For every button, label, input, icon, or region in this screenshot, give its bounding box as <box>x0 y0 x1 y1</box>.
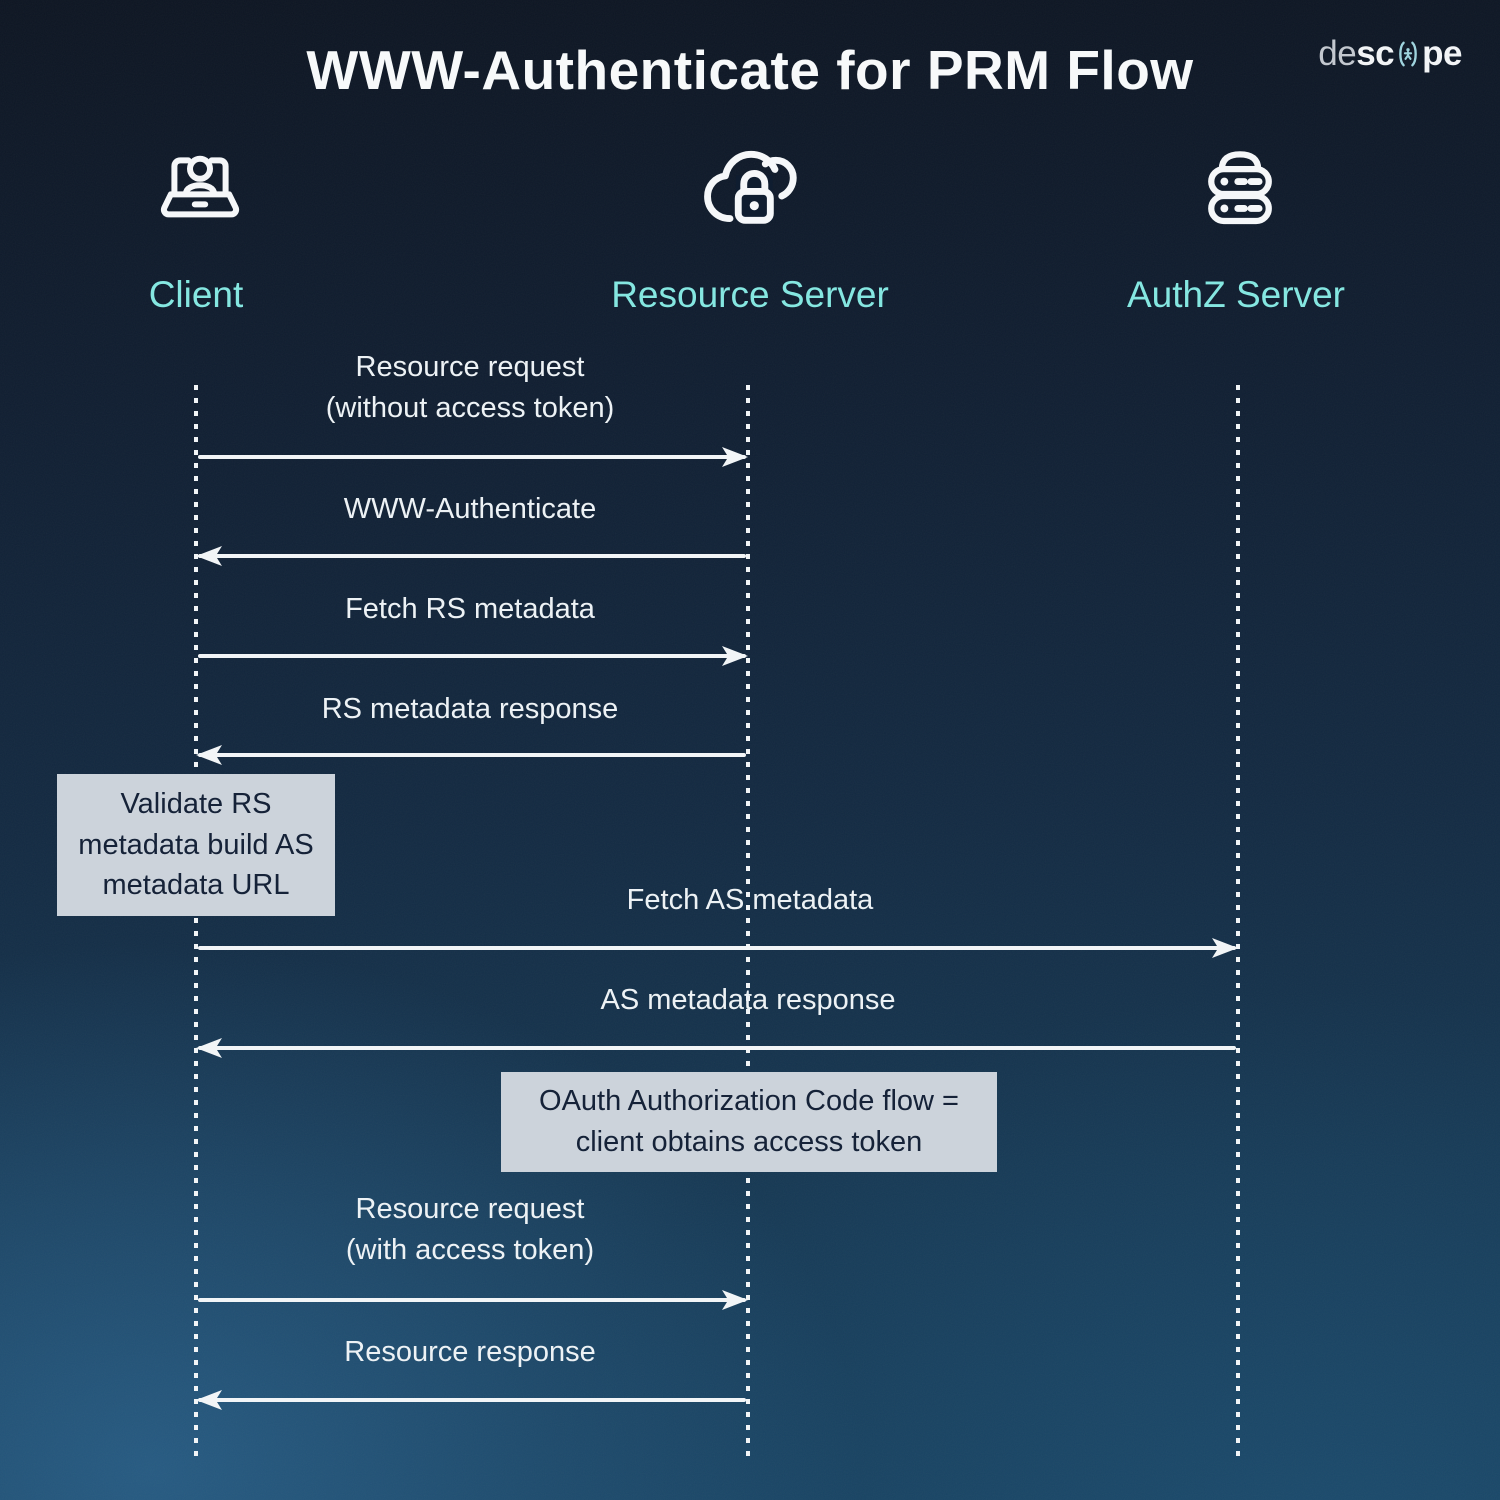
arrow-fetch-rs-metadata <box>198 646 748 666</box>
logo-text-de: de <box>1318 34 1357 73</box>
message-label-www-authenticate: WWW-Authenticate <box>343 493 597 525</box>
message-label-fetch-rs-metadata: Fetch RS metadata <box>345 593 595 625</box>
arrow-resource-request-with-token <box>198 1290 748 1310</box>
note-oauth-authorization-code-flow: OAuth Authorization Code flow = client o… <box>501 1072 997 1172</box>
message-label-resource-request-no-token: Resource request (without access token) <box>325 351 615 425</box>
note-validate-rs-metadata: Validate RS metadata build AS metadata U… <box>57 774 335 916</box>
arrowhead-left-icon <box>196 745 222 765</box>
laptop-user-icon <box>160 155 240 218</box>
descope-mark-icon <box>1399 41 1417 66</box>
page-title: WWW-Authenticate for PRM Flow <box>306 39 1194 101</box>
arrowhead-right-icon <box>722 1290 748 1310</box>
arrow-www-authenticate <box>196 546 746 566</box>
lifeline-resource-server <box>746 385 750 1457</box>
arrowhead-left-icon <box>196 1038 222 1058</box>
arrow-as-metadata-response <box>196 1038 1236 1058</box>
actor-label-resource-server: Resource Server <box>611 274 889 315</box>
cloud-lock-icon <box>704 150 797 224</box>
arrow-rs-metadata-response <box>196 745 746 765</box>
arrow-resource-response <box>196 1390 746 1410</box>
message-label-as-metadata-response: AS metadata response <box>600 984 896 1016</box>
arrowhead-right-icon <box>722 447 748 467</box>
arrowhead-left-icon <box>196 1390 222 1410</box>
actor-label-authz-server: AuthZ Server <box>1127 274 1345 315</box>
arrow-fetch-as-metadata <box>198 938 1238 958</box>
arrowhead-left-icon <box>196 546 222 566</box>
message-label-rs-metadata-response: RS metadata response <box>321 693 619 725</box>
message-label-resource-response: Resource response <box>344 1336 596 1368</box>
logo-text-pe: pe <box>1422 34 1462 73</box>
message-label-fetch-as-metadata: Fetch AS metadata <box>626 884 874 916</box>
arrow-resource-request-no-token <box>198 447 748 467</box>
logo-text-sc: sc <box>1356 34 1395 73</box>
actor-label-client: Client <box>148 274 244 315</box>
lifeline-authz-server <box>1236 385 1240 1457</box>
message-label-resource-request-with-token: Resource request (with access token) <box>345 1193 595 1267</box>
lifeline-client <box>194 385 198 1457</box>
arrowhead-right-icon <box>1212 938 1238 958</box>
server-stack-icon <box>1208 151 1272 225</box>
arrowhead-right-icon <box>722 646 748 666</box>
